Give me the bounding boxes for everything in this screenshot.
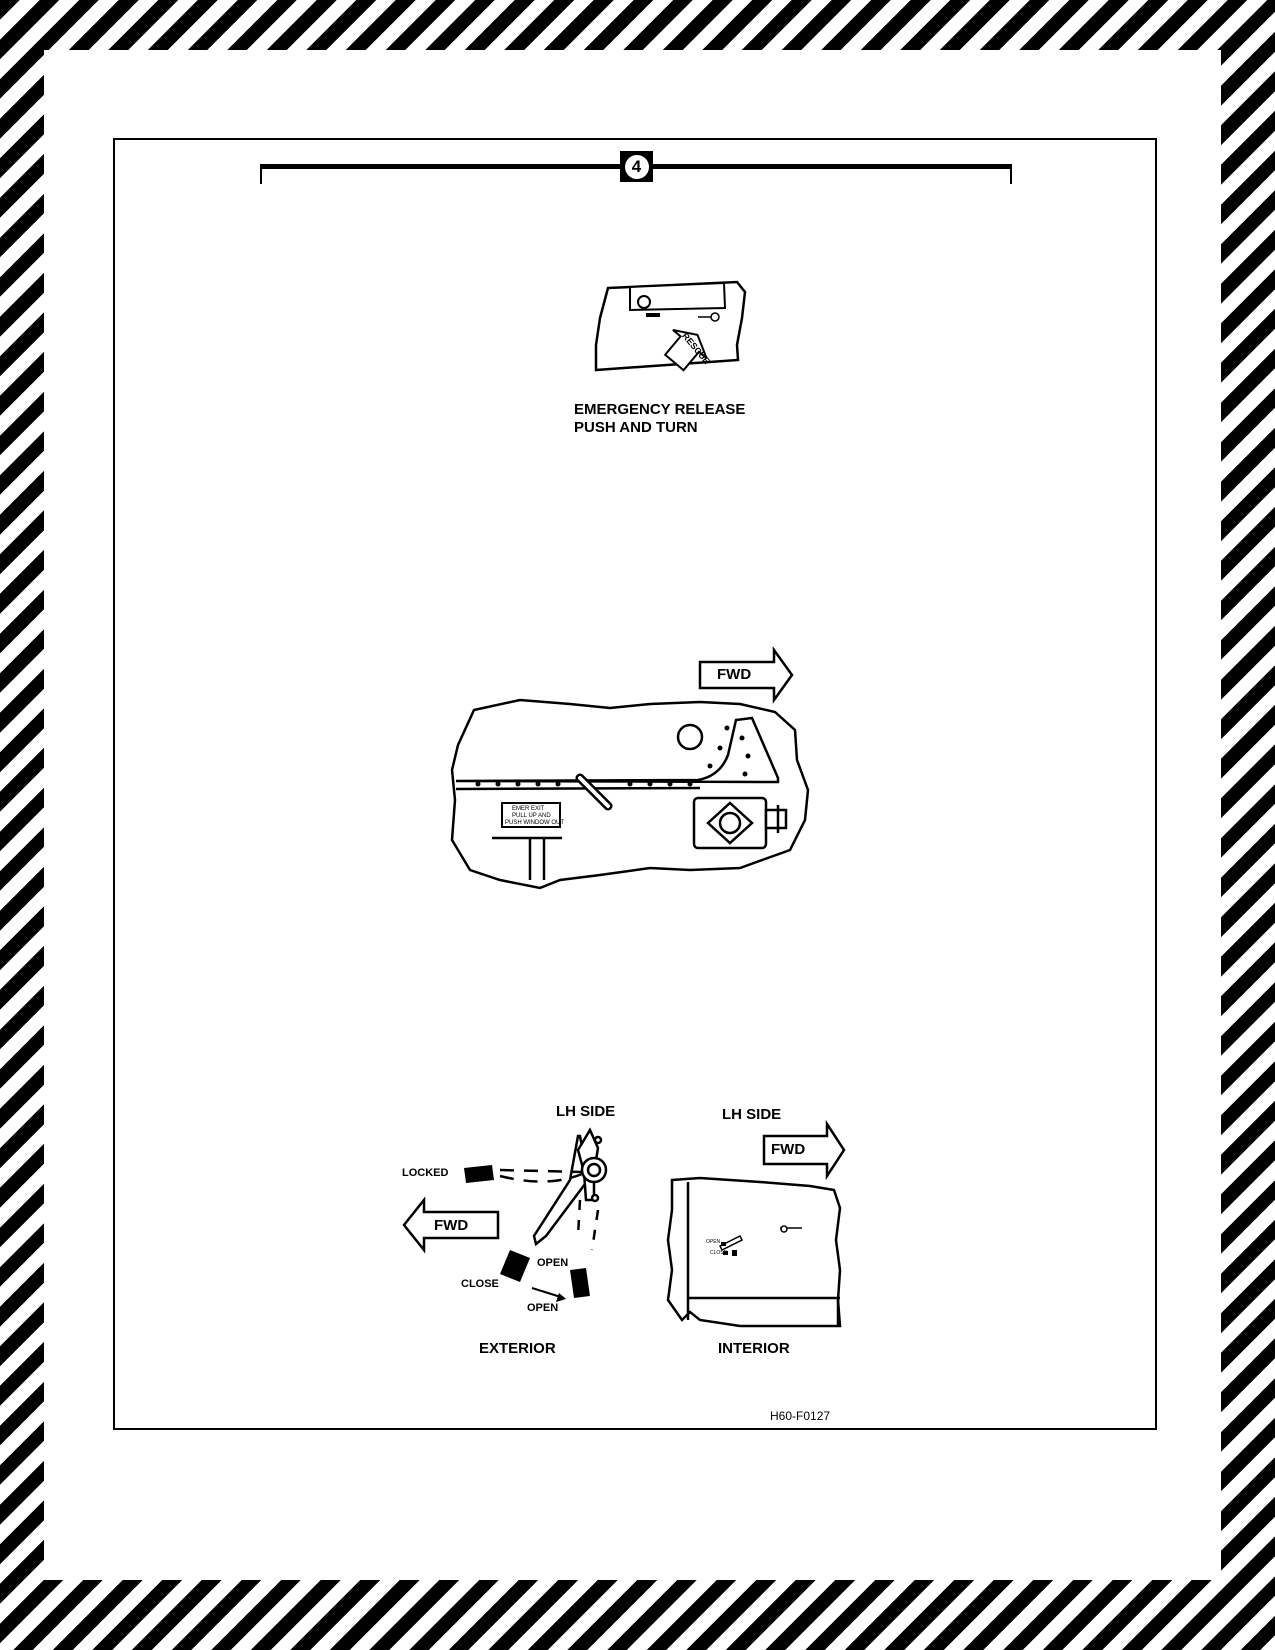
fwd-arrow-interior xyxy=(762,1119,846,1181)
interior-close-label: CLOSE xyxy=(710,1250,727,1256)
exterior-caption: EXTERIOR xyxy=(479,1340,556,1357)
step-rule-right-tick xyxy=(1010,164,1012,184)
emergency-release-caption-line2: PUSH AND TURN xyxy=(574,419,698,436)
step-rule-left-tick xyxy=(260,164,262,184)
fwd-arrow-exterior xyxy=(402,1196,500,1254)
rescue-arrow-decal xyxy=(663,328,708,372)
figure-frame xyxy=(113,138,1157,1430)
interior-open-label: OPEN xyxy=(706,1239,721,1245)
interior-caption: INTERIOR xyxy=(718,1340,790,1357)
handle-position-marks xyxy=(464,1165,590,1298)
interior-panel-drawing xyxy=(666,1176,842,1328)
figure-id: H60-F0127 xyxy=(770,1409,831,1423)
rivet-row xyxy=(475,725,751,787)
open-upper-label: OPEN xyxy=(537,1257,569,1269)
interior-side-label: LH SIDE xyxy=(722,1106,782,1123)
fwd-arrow-window xyxy=(698,646,794,704)
step-number: 4 xyxy=(624,154,649,179)
fwd-label-exterior: FWD xyxy=(434,1217,469,1234)
open-lower-label: OPEN xyxy=(527,1302,559,1314)
fwd-label-window: FWD xyxy=(717,666,752,683)
close-label: CLOSE xyxy=(461,1278,499,1290)
placard-line2: PULL UP AND xyxy=(512,813,551,819)
fwd-label-interior: FWD xyxy=(771,1141,806,1158)
interior-position-marks xyxy=(721,1242,737,1256)
exterior-side-label: LH SIDE xyxy=(556,1103,616,1120)
window-exit-drawing xyxy=(450,698,810,890)
exterior-handle-drawing xyxy=(499,1127,608,1251)
step-number-badge: 4 xyxy=(620,151,653,182)
placard-line3: PUSH WINDOW OUT xyxy=(505,820,564,826)
placard-line1: EMER EXIT xyxy=(512,806,545,812)
emergency-release-caption-line1: EMERGENCY RELEASE xyxy=(574,401,746,418)
locked-label: LOCKED xyxy=(402,1167,449,1179)
emergency-release-panel-drawing xyxy=(594,280,747,372)
